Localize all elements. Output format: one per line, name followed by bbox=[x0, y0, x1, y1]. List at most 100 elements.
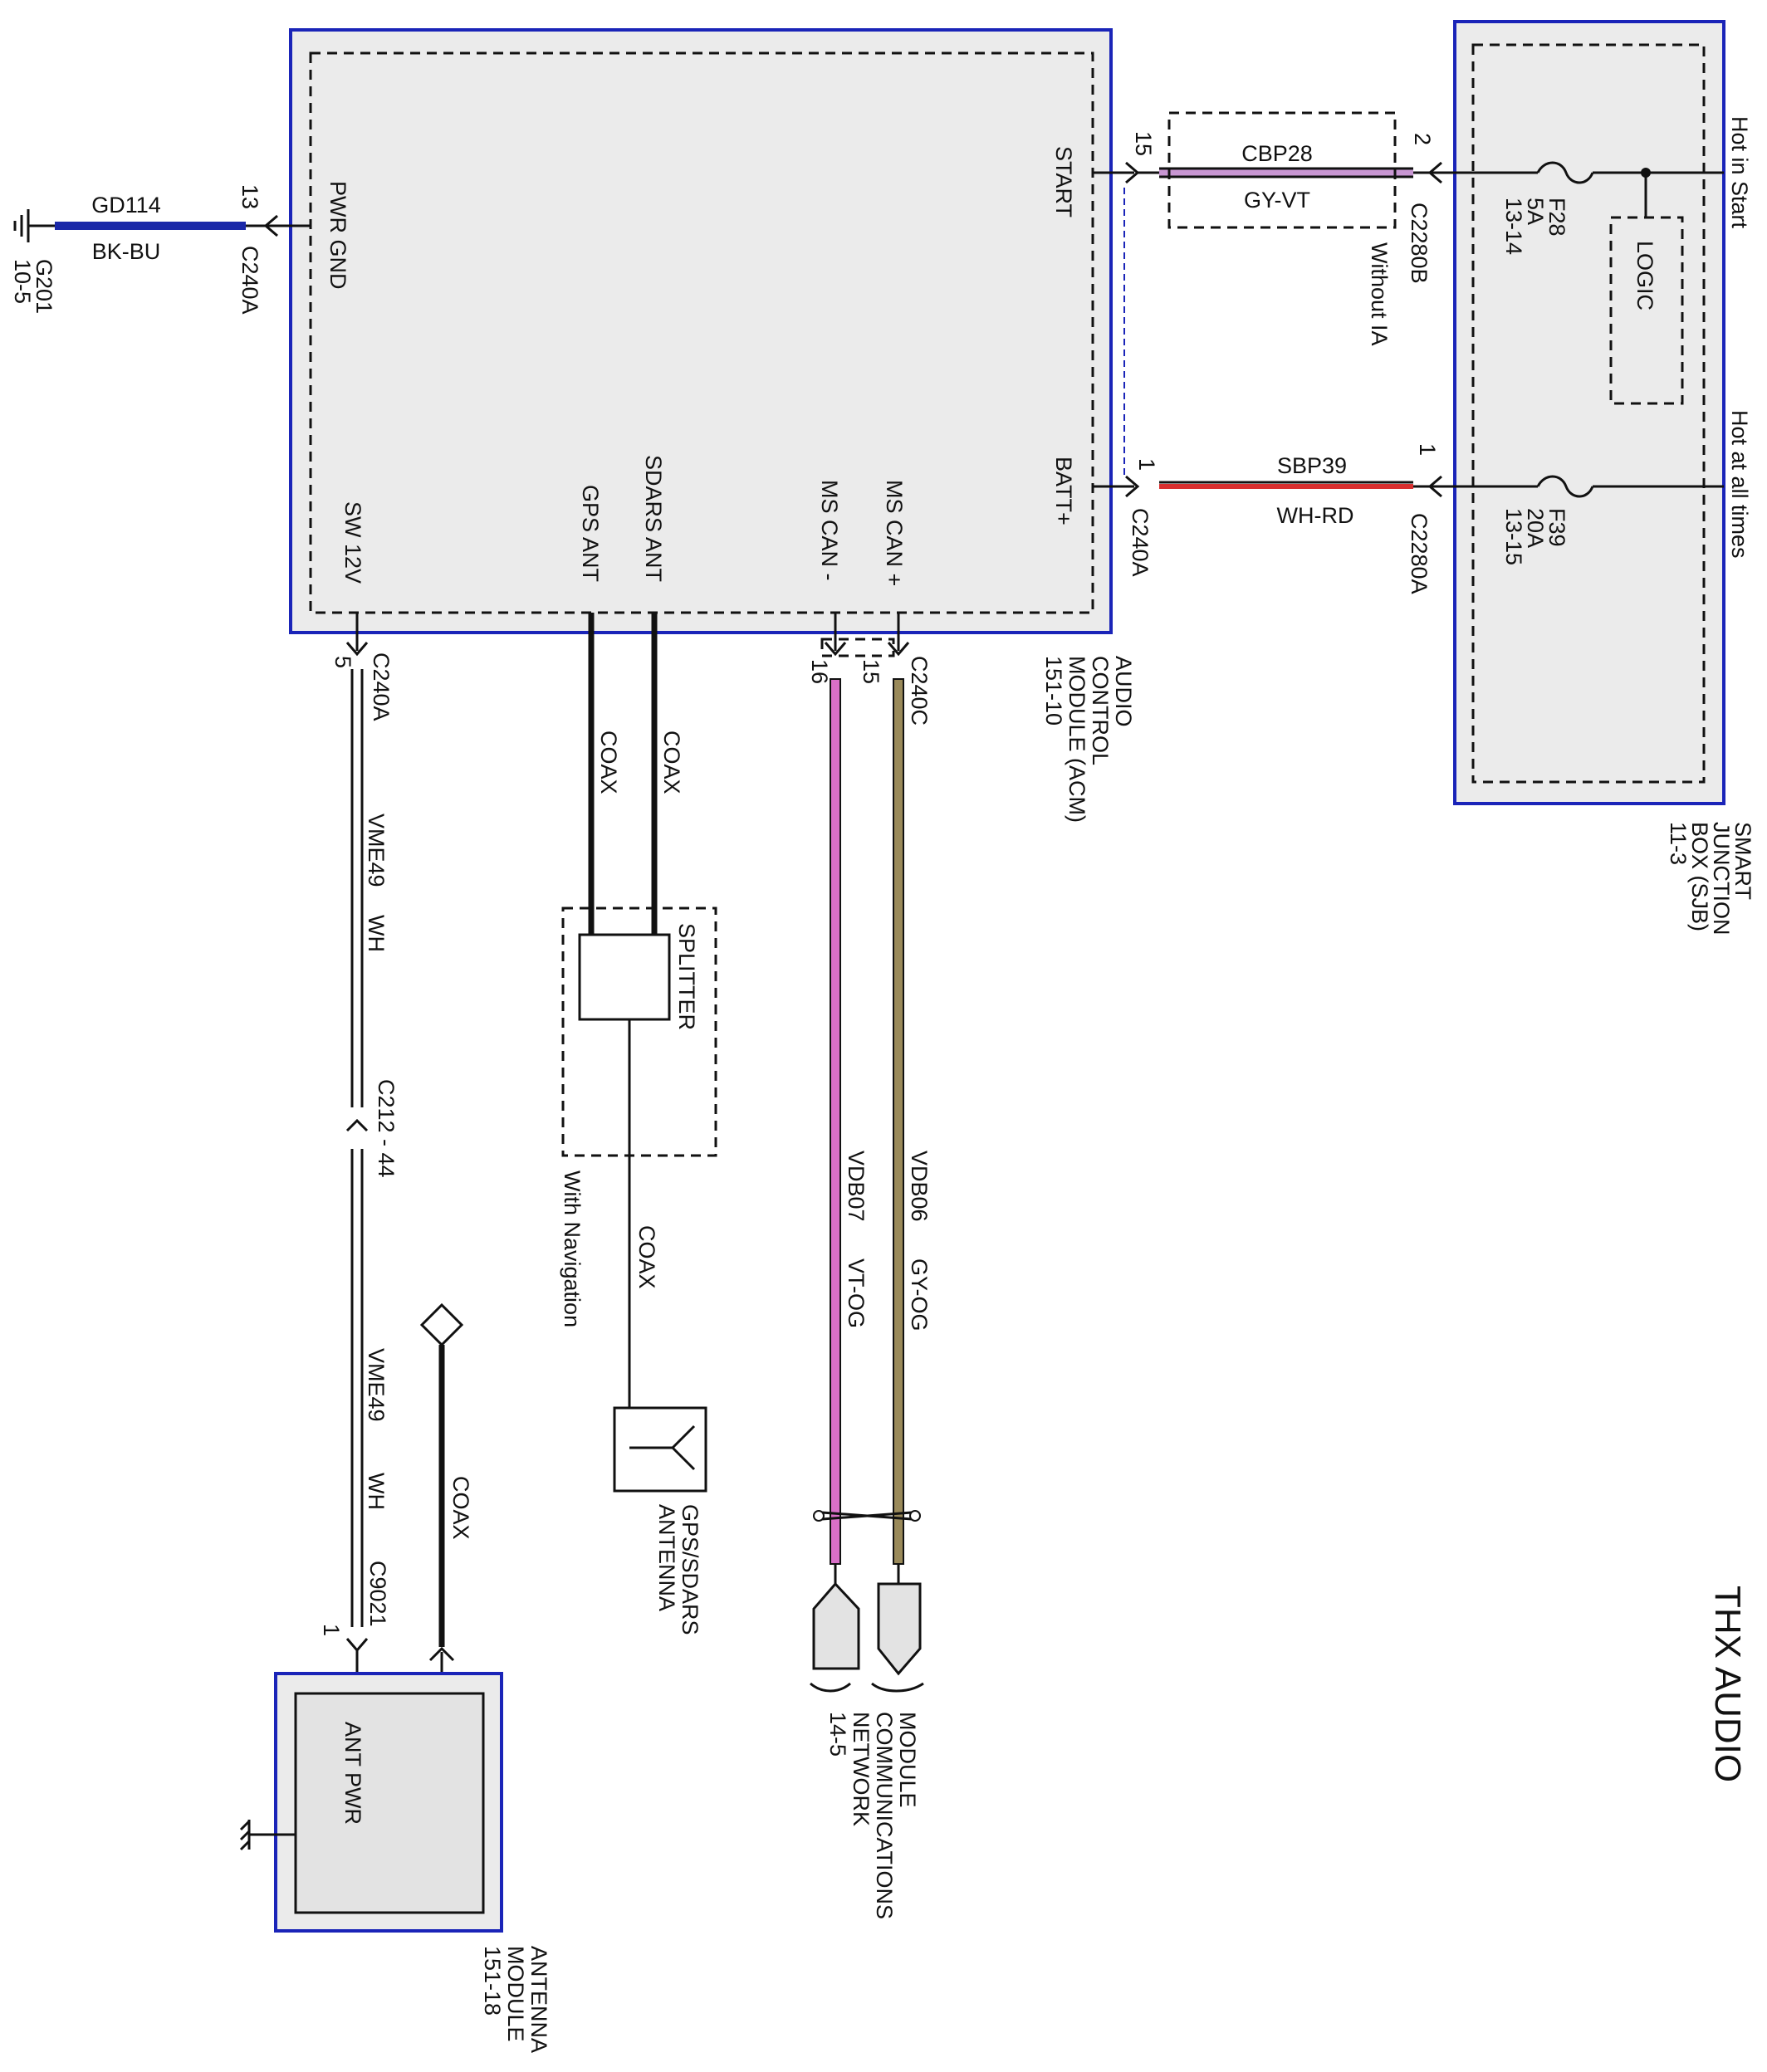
vdb06-color: GY-OG bbox=[907, 1258, 932, 1332]
without-ia-option-box bbox=[1167, 111, 1397, 229]
twisted-pair-icon bbox=[813, 1510, 921, 1522]
vdb07-colored-wire bbox=[830, 678, 841, 1565]
splitter-box bbox=[578, 933, 671, 1021]
wire-gd114: GD114 BK-BU 13 C240A G201 10-5 bbox=[10, 184, 311, 315]
network-line: 14-5 bbox=[825, 1712, 850, 1757]
acm-pin-sdars-ant: SDARS ANT bbox=[641, 455, 666, 582]
inline-connector-icon bbox=[345, 1118, 369, 1132]
acm-pin-pwr-gnd: PWR GND bbox=[326, 181, 350, 290]
acm-pin-sw12v: SW 12V bbox=[340, 501, 365, 584]
sjb-name-label: SMART JUNCTION BOX (SJB) 11-3 bbox=[1666, 822, 1755, 936]
acm-pin-gps-ant: GPS ANT bbox=[578, 485, 603, 582]
fuse-text: 20A bbox=[1523, 508, 1548, 548]
pin-arrow-icon bbox=[887, 642, 910, 657]
sjb-name-line: SMART bbox=[1730, 822, 1755, 900]
acm-box bbox=[289, 28, 1113, 634]
vme49-pin-top: 5 bbox=[330, 656, 355, 668]
vme49-connector-top: C240A bbox=[369, 652, 394, 721]
vme49-pin-bottom: 1 bbox=[319, 1624, 344, 1636]
sbp39-connector-right: C2280A bbox=[1407, 513, 1432, 594]
diagram-title: THX AUDIO bbox=[1707, 1586, 1748, 1782]
gps-sdars-coax: COAX COAX SPLITTER With Navigation COAX … bbox=[560, 613, 717, 1635]
acm-pin-batt: BATT+ bbox=[1051, 457, 1076, 525]
antenna-module-line: MODULE bbox=[503, 1946, 528, 2042]
fuse-f28-label: F28 5A 13-14 bbox=[1501, 198, 1569, 255]
antenna-module-inner bbox=[294, 1692, 485, 1914]
gd114-circuit: GD114 bbox=[91, 193, 161, 217]
network-bracket-icon bbox=[810, 1682, 924, 1693]
ground-ref: 10-5 bbox=[10, 259, 35, 304]
cbp28-circuit: CBP28 bbox=[1241, 141, 1313, 166]
network-line: COMMUNICATIONS bbox=[872, 1712, 897, 1919]
gd114-pin: 13 bbox=[237, 184, 262, 209]
wire-sbp39: SBP39 WH-RD 1 1 C240A C2280A bbox=[1093, 443, 1538, 594]
vdb07-circuit: VDB07 bbox=[844, 1151, 869, 1222]
pin-arrow-icon bbox=[345, 642, 369, 657]
coax-antenna-label: COAX bbox=[634, 1225, 659, 1289]
coax-antenna-module-label: COAX bbox=[448, 1476, 473, 1540]
vme49-color: WH bbox=[364, 915, 389, 952]
sbp39-pin-right: 1 bbox=[1415, 443, 1440, 456]
logic-label: LOGIC bbox=[1632, 241, 1657, 310]
vme49-connector-bottom: C9021 bbox=[365, 1561, 390, 1627]
with-navigation-note: With Navigation bbox=[560, 1170, 585, 1327]
ms-can-wires: 16 15 C240C VDB07 VT-OG VDB06 GY-OG MODU… bbox=[807, 613, 932, 1919]
fuse-text: F39 bbox=[1544, 508, 1569, 547]
sjb-name-line: 11-3 bbox=[1666, 822, 1691, 865]
network-line: NETWORK bbox=[849, 1712, 874, 1826]
vdb06-colored-wire bbox=[893, 678, 904, 1565]
acm-name-line: MODULE (ACM) bbox=[1065, 656, 1089, 823]
can-twisted-pair-indicator bbox=[820, 638, 895, 657]
vdb07-pin: 16 bbox=[807, 659, 832, 684]
coax-sdars-label: COAX bbox=[659, 731, 684, 794]
sbp39-color: WH-RD bbox=[1277, 503, 1354, 528]
antenna-module: COAX ANT PWR ANTENNA MODULE 151-18 bbox=[239, 1302, 551, 2053]
ground-icon bbox=[13, 209, 30, 242]
vdb06-connector: C240C bbox=[907, 656, 932, 726]
smart-junction-box: LOGIC Hot in Start Hot at all times F28 … bbox=[1453, 20, 1755, 936]
fuse-text: 5A bbox=[1523, 198, 1548, 225]
fuse-text: 13-14 bbox=[1501, 198, 1526, 255]
without-ia-note: Without IA bbox=[1367, 242, 1392, 346]
fuse-f39-icon bbox=[1536, 475, 1594, 498]
pin-arrow-icon bbox=[345, 1638, 369, 1653]
vme49-color-lower: WH bbox=[364, 1473, 389, 1510]
cbp28-connector: C2280B bbox=[1407, 203, 1432, 284]
splitter-label: SPLITTER bbox=[674, 923, 699, 1030]
sjb-name-line: JUNCTION bbox=[1709, 822, 1734, 936]
pin-arrow-icon bbox=[1125, 475, 1140, 498]
sjb-box bbox=[1453, 20, 1725, 805]
vme49-circuit: VME49 bbox=[364, 814, 389, 887]
sjb-name-line: BOX (SJB) bbox=[1687, 822, 1712, 931]
acm-name-line: 151-10 bbox=[1041, 656, 1066, 726]
antenna-module-name: ANTENNA MODULE 151-18 bbox=[480, 1946, 551, 2053]
vdb06-circuit: VDB06 bbox=[907, 1151, 932, 1222]
acm-dashed-border bbox=[309, 51, 1094, 614]
network-name: MODULE COMMUNICATIONS NETWORK 14-5 bbox=[825, 1712, 920, 1919]
cbp28-pin-right: 2 bbox=[1410, 133, 1435, 145]
cbp28-pin-left: 15 bbox=[1131, 131, 1156, 156]
vme49-circuit-lower: VME49 bbox=[364, 1348, 389, 1422]
ground-name: G201 bbox=[32, 259, 56, 314]
vdb07-color: VT-OG bbox=[844, 1258, 869, 1328]
chassis-ground-icon bbox=[239, 1820, 251, 1851]
hot-at-all-times-label: Hot at all times bbox=[1727, 410, 1752, 559]
acm-pin-start: START bbox=[1051, 146, 1076, 217]
network-line: MODULE bbox=[895, 1712, 920, 1808]
sbp39-pin-left: 1 bbox=[1134, 458, 1159, 471]
wire-cbp28: CBP28 GY-VT 15 2 C2280B Without IA bbox=[1093, 111, 1538, 478]
vme49-inline-connector: C212 - 44 bbox=[374, 1079, 399, 1178]
fuse-text: 13-15 bbox=[1501, 508, 1526, 565]
acm-name-label: AUDIO CONTROL MODULE (ACM) 151-10 bbox=[1041, 656, 1136, 823]
gd114-connector: C240A bbox=[237, 246, 262, 315]
with-navigation-option-box bbox=[561, 906, 717, 1157]
fuse-text: F28 bbox=[1544, 198, 1569, 237]
hot-in-start-label: Hot in Start bbox=[1727, 116, 1752, 229]
antenna-mast-icon bbox=[419, 1302, 464, 1347]
sjb-dashed-border bbox=[1471, 43, 1706, 784]
gps-antenna-line: ANTENNA bbox=[654, 1504, 679, 1611]
pin-arrow-icon bbox=[263, 214, 278, 237]
sbp39-connector-left: C240A bbox=[1128, 508, 1153, 577]
acm-name-line: AUDIO bbox=[1111, 656, 1136, 727]
